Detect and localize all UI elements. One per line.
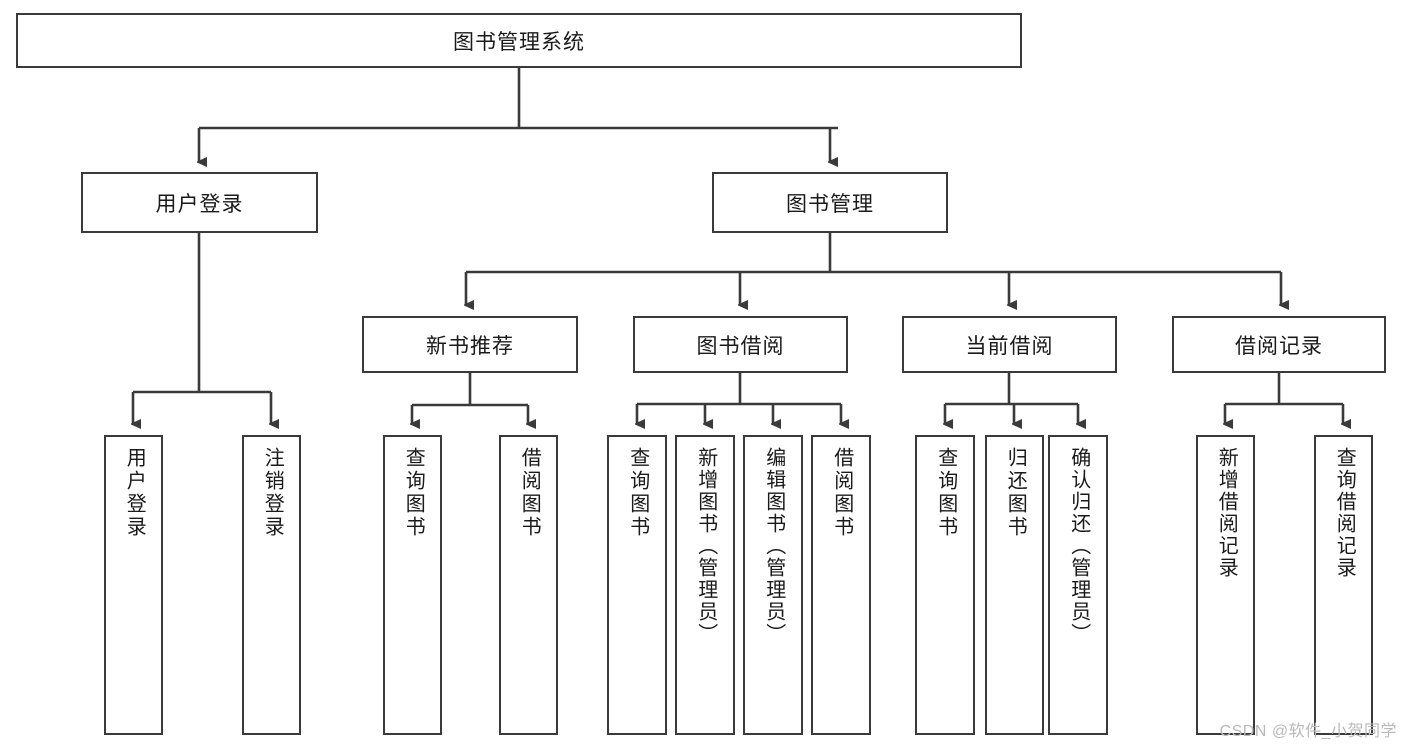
node-label: 查询图书: [934, 447, 957, 539]
leaf-recommend-query-book[interactable]: 查询图书: [383, 435, 442, 735]
node-label: 借阅记录: [1235, 334, 1323, 358]
leaf-borrow-query-book[interactable]: 查询图书: [607, 435, 667, 735]
leaf-borrow-borrow-book[interactable]: 借阅图书: [811, 435, 871, 735]
node-borrow-record[interactable]: 借阅记录: [1172, 316, 1386, 373]
node-label: 用户登录: [155, 192, 244, 216]
node-label: 借阅图书: [830, 447, 853, 539]
node-label: 查询图书: [626, 447, 649, 539]
leaf-record-query-record[interactable]: 查询借阅记录: [1314, 435, 1373, 735]
leaf-current-confirm-return-admin[interactable]: 确认归还（管理员）: [1048, 435, 1108, 735]
node-label: 图书管理系统: [453, 30, 585, 54]
leaf-borrow-add-book-admin[interactable]: 新增图书（管理员）: [675, 435, 735, 735]
node-label: 借阅图书: [518, 447, 541, 539]
node-book-management[interactable]: 图书管理: [712, 172, 948, 233]
watermark: CSDN @软件_小贺同学: [1219, 723, 1397, 740]
leaf-current-return-book[interactable]: 归还图书: [985, 435, 1044, 735]
node-label: 归还图书: [1004, 447, 1027, 539]
leaf-borrow-edit-book-admin[interactable]: 编辑图书（管理员）: [743, 435, 803, 735]
node-new-book-recommend[interactable]: 新书推荐: [362, 316, 578, 373]
node-label: 新书推荐: [426, 334, 514, 358]
node-label: 用户登录: [123, 447, 146, 539]
node-label: 当前借阅: [965, 334, 1054, 358]
leaf-user-login-logout[interactable]: 注销登录: [242, 435, 301, 735]
node-label: 注销登录: [261, 447, 284, 539]
node-label: 图书管理: [786, 192, 874, 216]
node-label: 编辑图书（管理员）: [762, 447, 785, 645]
node-label: 新增借阅记录: [1215, 447, 1238, 579]
node-book-borrow[interactable]: 图书借阅: [633, 316, 848, 373]
node-current-borrow[interactable]: 当前借阅: [902, 316, 1117, 373]
node-user-login[interactable]: 用户登录: [81, 172, 318, 233]
node-label: 确认归还（管理员）: [1067, 447, 1090, 645]
leaf-recommend-borrow-book[interactable]: 借阅图书: [499, 435, 558, 735]
node-root-system[interactable]: 图书管理系统: [16, 13, 1022, 68]
leaf-record-add-record[interactable]: 新增借阅记录: [1196, 435, 1255, 735]
node-label: 查询借阅记录: [1333, 447, 1356, 579]
node-label: 新增图书（管理员）: [694, 447, 717, 645]
node-label: 图书借阅: [696, 334, 785, 358]
node-label: 查询图书: [402, 447, 425, 539]
leaf-user-login-login[interactable]: 用户登录: [104, 435, 163, 735]
leaf-current-query-book[interactable]: 查询图书: [915, 435, 975, 735]
